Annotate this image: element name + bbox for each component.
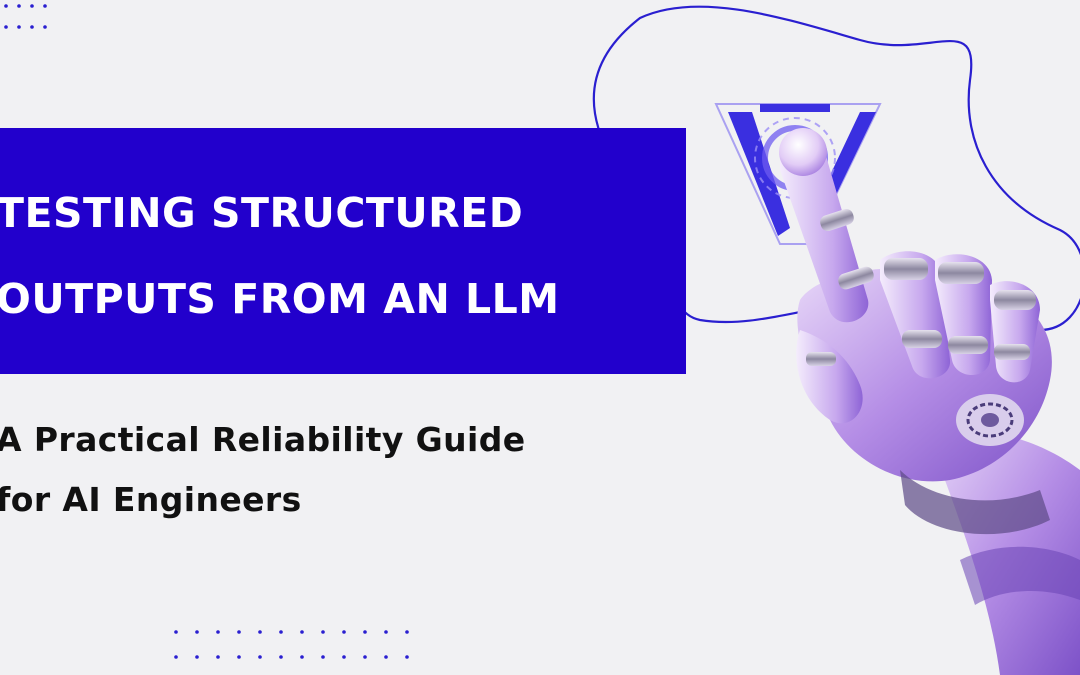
- subtitle-line-1: A Practical Reliability Guide: [0, 420, 526, 459]
- dot-pattern-bottom: [174, 630, 409, 659]
- curled-fingers: [880, 251, 1040, 383]
- title-banner: TESTING STRUCTURED OUTPUTS FROM AN LLM: [0, 128, 686, 374]
- title-line-1: TESTING STRUCTURED: [0, 189, 524, 237]
- subtitle: A Practical Reliability Guide for AI Eng…: [0, 410, 526, 530]
- dot-pattern-top: [4, 4, 47, 29]
- title-line-2: OUTPUTS FROM AN LLM: [0, 275, 560, 323]
- subtitle-line-2: for AI Engineers: [0, 480, 302, 519]
- robot-hand-illustration: [592, 5, 1080, 675]
- palm-dial-icon: [956, 394, 1024, 446]
